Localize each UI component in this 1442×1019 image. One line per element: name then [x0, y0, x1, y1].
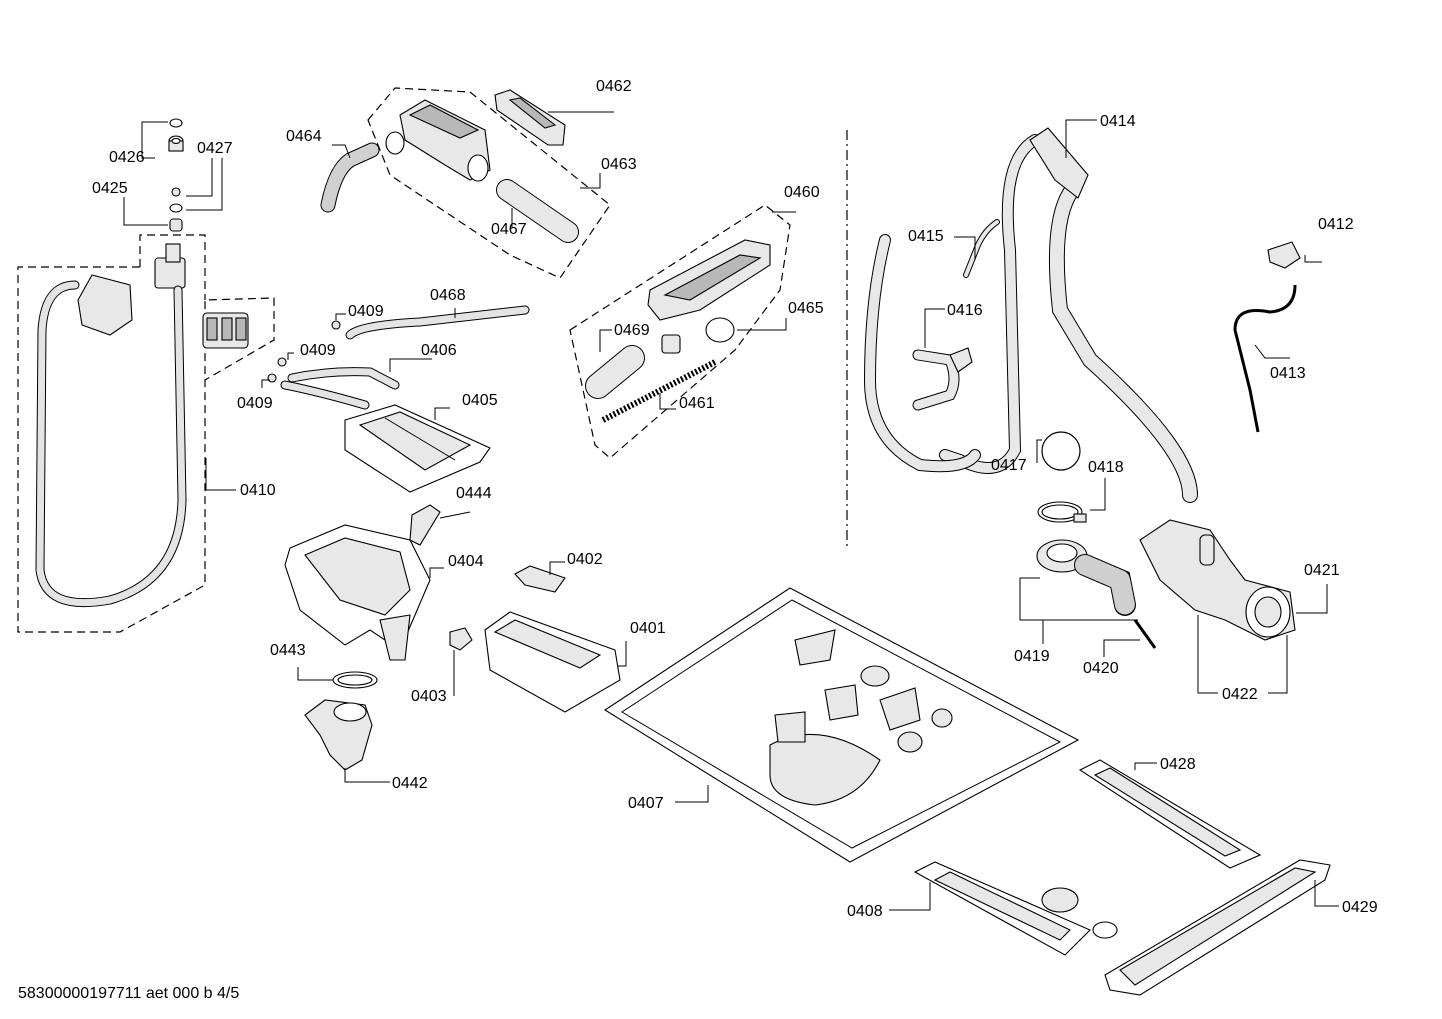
y-pipe-part-0416	[912, 347, 973, 411]
cover-group-outline	[367, 87, 611, 279]
label-0407: 0407	[628, 795, 664, 812]
label-0428: 0428	[1160, 756, 1196, 773]
hose-part-0406	[267, 357, 400, 410]
hose-part-0468	[331, 305, 530, 340]
bracket-part-0462	[494, 89, 566, 146]
label-0420: 0420	[1083, 660, 1119, 677]
hose-part-left	[863, 234, 981, 473]
label-0419: 0419	[1014, 648, 1050, 665]
washer-part-0426	[168, 118, 184, 152]
label-0413: 0413	[1270, 365, 1306, 382]
label-0403: 0403	[411, 688, 447, 705]
valve-group-outline	[569, 204, 791, 459]
drawer-housing-part-0463	[385, 99, 491, 182]
bolt-part-0420	[1133, 619, 1157, 649]
pipe-part-0467	[496, 179, 579, 243]
label-0462: 0462	[596, 78, 632, 95]
drawer-part-0404	[284, 524, 431, 661]
clip-part-0403	[449, 627, 473, 651]
label-0469: 0469	[614, 322, 650, 339]
document-footer: 58300000197711 aet 000 b 4/5	[18, 985, 239, 1002]
label-0467: 0467	[491, 221, 527, 238]
clamp-part-0418	[1037, 501, 1087, 523]
bellows-hose-part-0464	[320, 142, 380, 213]
label-0464: 0464	[286, 128, 322, 145]
drain-pump-part-0421	[1139, 519, 1296, 641]
label-0401: 0401	[630, 620, 666, 637]
label-0412: 0412	[1318, 216, 1354, 233]
label-0443: 0443	[270, 642, 306, 659]
label-0429: 0429	[1342, 899, 1378, 916]
label-0410: 0410	[240, 482, 276, 499]
tray-part-0401	[484, 611, 621, 713]
label-0468: 0468	[430, 287, 466, 304]
label-0422: 0422	[1222, 686, 1258, 703]
label-0444: 0444	[456, 485, 492, 502]
base-plate-part-0407	[603, 587, 1080, 863]
inlet-hose-part-0410	[35, 243, 187, 608]
label-0461: 0461	[679, 395, 715, 412]
label-0406: 0406	[421, 342, 457, 359]
valve-block-part	[202, 312, 249, 349]
hose-part-0415	[963, 219, 1000, 278]
label-0417: 0417	[991, 457, 1027, 474]
label-0402: 0402	[567, 551, 603, 568]
label-0409-a: 0409	[348, 303, 384, 320]
label-0409-b: 0409	[300, 342, 336, 359]
frame-part-0405	[344, 404, 491, 493]
leader-lines	[123, 111, 1339, 911]
drain-hose-part-0414	[939, 127, 1198, 503]
valve-body-part-0460	[647, 239, 771, 354]
sump-part-0442	[304, 699, 373, 771]
spring-hose-part-0461	[601, 359, 717, 423]
nut-part-0427	[169, 187, 183, 232]
label-0415: 0415	[908, 228, 944, 245]
label-0405: 0405	[462, 392, 498, 409]
label-0418: 0418	[1088, 459, 1124, 476]
pressure-sensor-part-0412	[1233, 241, 1301, 433]
label-0426: 0426	[109, 149, 145, 166]
clamp-part-0443	[332, 671, 378, 689]
rail-part-0429	[1104, 859, 1331, 996]
lever-part-0444	[409, 504, 441, 546]
label-0409-c: 0409	[237, 395, 273, 412]
seal-ring-part-0417	[1041, 431, 1081, 471]
label-0460: 0460	[784, 184, 820, 201]
hose-group-outline	[17, 266, 275, 633]
pipe-part-0469	[585, 345, 645, 399]
label-0408: 0408	[847, 903, 883, 920]
label-0421: 0421	[1304, 562, 1340, 579]
rail-part-0408	[913, 861, 1118, 956]
label-0427: 0427	[197, 140, 233, 157]
label-0414: 0414	[1100, 113, 1136, 130]
label-0425: 0425	[92, 180, 128, 197]
label-0416: 0416	[947, 302, 983, 319]
label-0465: 0465	[788, 300, 824, 317]
label-0463: 0463	[601, 156, 637, 173]
part-labels: 0426 0427 0425 0410 0464 0462 0463 0467 …	[92, 78, 1378, 920]
bellows-part-0419	[1036, 539, 1136, 616]
label-0442: 0442	[392, 775, 428, 792]
cover-part-0402	[514, 565, 566, 593]
label-0404: 0404	[448, 553, 484, 570]
rail-part-0428	[1078, 759, 1262, 869]
